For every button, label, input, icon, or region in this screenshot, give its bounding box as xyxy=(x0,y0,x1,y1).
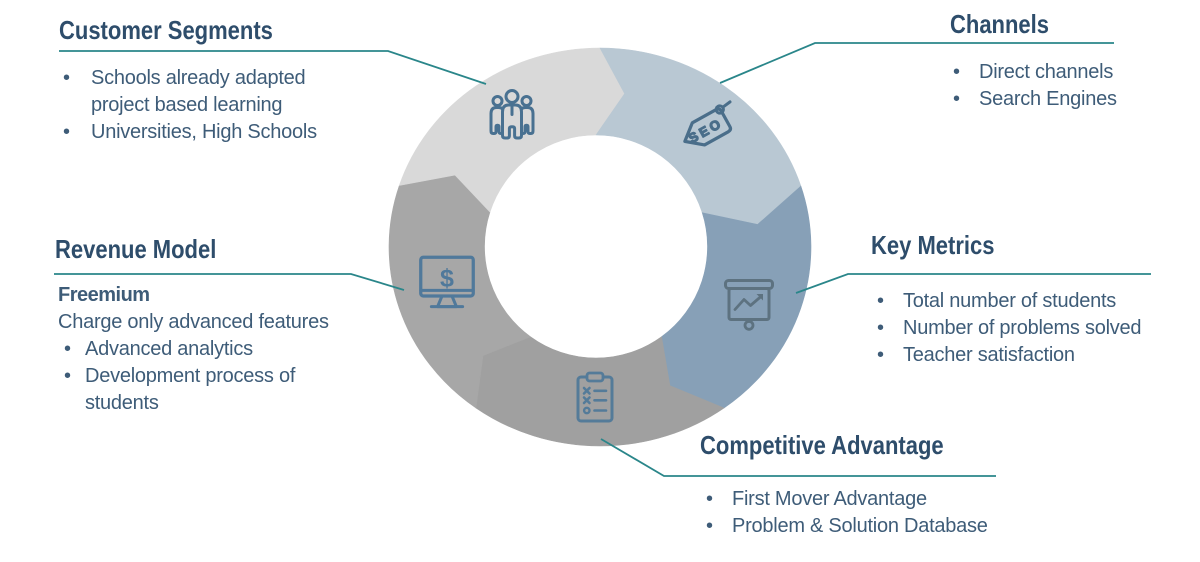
list-item: Development process of students xyxy=(64,363,343,417)
list-item: Search Engines xyxy=(953,86,1183,113)
key-metrics-list: Total number of students Number of probl… xyxy=(877,288,1157,369)
competitive-advantage-title: Competitive Advantage xyxy=(700,430,944,460)
dollar-sign: $ xyxy=(440,265,454,293)
customer-segments-title: Customer Segments xyxy=(59,15,273,45)
revenue-model-details: Freemium Charge only advanced features A… xyxy=(58,282,343,417)
presentation-chart-icon xyxy=(724,279,774,331)
people-icon xyxy=(489,89,535,140)
connector-key-metrics xyxy=(795,273,1151,294)
segment-channels xyxy=(595,47,801,225)
section-key-metrics: Key Metrics xyxy=(871,232,1017,258)
list-item: Universities, High Schools xyxy=(63,119,323,146)
connector-customer-segments xyxy=(59,50,487,85)
list-item: Direct channels xyxy=(953,59,1183,86)
customer-segments-list: Schools already adapted project based le… xyxy=(63,65,323,146)
list-item: Number of problems solved xyxy=(877,315,1157,342)
revenue-model-description: Charge only advanced features xyxy=(58,311,329,333)
list-item: Total number of students xyxy=(877,288,1157,315)
clipboard-checklist-icon xyxy=(576,371,614,423)
section-competitive-advantage: Competitive Advantage xyxy=(700,432,988,458)
competitive-advantage-list: First Mover Advantage Problem & Solution… xyxy=(706,486,996,540)
connector-channels xyxy=(719,42,1114,84)
revenue-model-subtitle: Freemium xyxy=(58,284,150,306)
section-customer-segments: Customer Segments xyxy=(59,17,312,43)
list-item: Problem & Solution Database xyxy=(706,513,996,540)
key-metrics-title: Key Metrics xyxy=(871,230,995,260)
revenue-model-list: Advanced analytics Development process o… xyxy=(64,336,343,417)
revenue-model-title: Revenue Model xyxy=(55,234,217,264)
list-item: Teacher satisfaction xyxy=(877,342,1157,369)
monitor-dollar-icon: $ xyxy=(419,255,475,309)
connectors xyxy=(54,42,1151,477)
donut-segments xyxy=(388,47,812,447)
list-item: Advanced analytics xyxy=(64,336,343,363)
connector-competitive-advantage xyxy=(600,438,996,477)
list-item: First Mover Advantage xyxy=(706,486,996,513)
channels-list: Direct channels Search Engines xyxy=(953,59,1183,113)
list-item: Schools already adapted project based le… xyxy=(63,65,323,119)
connector-revenue-model xyxy=(54,273,405,291)
section-channels: Channels xyxy=(950,11,1067,37)
section-revenue-model: Revenue Model xyxy=(55,236,246,262)
channels-title: Channels xyxy=(950,9,1050,39)
